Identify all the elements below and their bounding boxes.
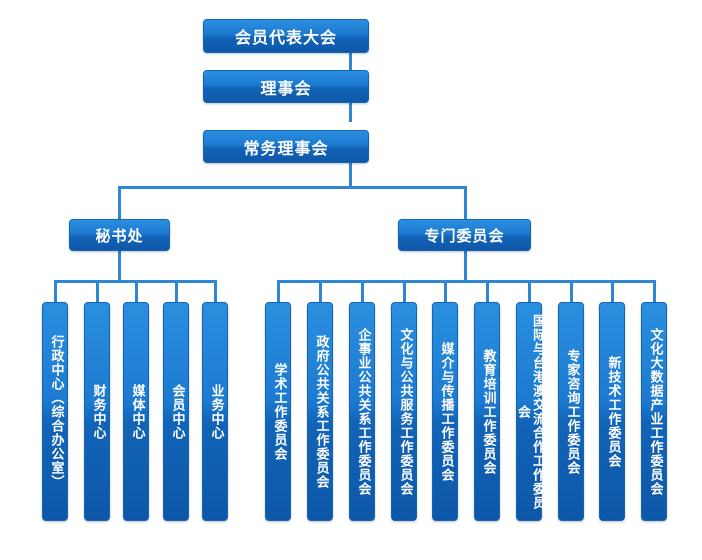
node-new-tech-label: 新技术工作委员会 (605, 355, 621, 468)
connector-committee-stem-4 (403, 280, 406, 302)
node-assembly-label: 会员代表大会 (234, 28, 337, 47)
connector-committee-stem-9 (611, 280, 614, 302)
connector-committees-drop (464, 250, 467, 282)
node-expert-consulting-label: 专家咨询工作委员会 (564, 348, 580, 475)
node-enterprise-pr-label: 企事业公共关系工作委员会 (355, 327, 371, 496)
node-education-training-label: 教育培训工作委员会 (480, 348, 496, 475)
node-new-tech[interactable]: 新技术工作委员会 (599, 302, 625, 521)
connector-council-standing (349, 102, 352, 122)
node-academic-work[interactable]: 学术工作委员会 (265, 302, 291, 521)
connector-level4-bus (118, 186, 467, 189)
node-intl-exchange[interactable]: 国际与台港澳交流合作工作委员会 (515, 302, 545, 521)
connector-committees-bus (277, 280, 655, 283)
node-culture-bigdata[interactable]: 文化大数据产业工作委员会 (641, 302, 667, 521)
connector-secretariat-stem-4 (175, 280, 178, 302)
connector-committee-stem-6 (486, 280, 489, 302)
node-culture-service[interactable]: 文化与公共服务工作委员会 (391, 302, 417, 521)
node-enterprise-pr[interactable]: 企事业公共关系工作委员会 (349, 302, 375, 521)
connector-secretariat-stem-5 (214, 280, 217, 302)
connector-standing-down (349, 162, 352, 188)
node-member-center-label: 会员中心 (169, 383, 185, 440)
connector-secretariat-drop (118, 250, 121, 282)
connector-committee-stem-3 (361, 280, 364, 302)
node-media-comm[interactable]: 媒介与传播工作委员会 (432, 302, 458, 521)
node-academic-work-label: 学术工作委员会 (271, 362, 287, 461)
node-admin-center[interactable]: 行政中心（综合办公室） (42, 302, 68, 521)
node-standing-council[interactable]: 常务理事会 (203, 130, 369, 163)
connector-bus-to-secretariat (118, 186, 121, 220)
node-special-committees-label: 专门委员会 (424, 226, 505, 245)
node-gov-pr-label: 政府公共关系工作委员会 (313, 334, 329, 489)
node-council-label: 理事会 (260, 78, 312, 98)
connector-committee-stem-5 (444, 280, 447, 302)
node-secretariat[interactable]: 秘书处 (69, 219, 170, 251)
node-expert-consulting[interactable]: 专家咨询工作委员会 (558, 302, 584, 521)
node-business-center-label: 业务中心 (208, 383, 224, 440)
node-culture-bigdata-label: 文化大数据产业工作委员会 (647, 327, 663, 496)
node-secretariat-label: 秘书处 (95, 226, 144, 245)
node-assembly[interactable]: 会员代表大会 (203, 19, 369, 53)
connector-committee-stem-7 (528, 280, 531, 302)
connector-committee-stem-2 (319, 280, 322, 302)
connector-secretariat-stem-3 (135, 280, 138, 302)
connector-bus-to-committees (464, 186, 467, 220)
node-media-center[interactable]: 媒体中心 (123, 302, 149, 521)
connector-assembly-council (349, 52, 352, 72)
node-education-training[interactable]: 教育培训工作委员会 (474, 302, 500, 521)
node-member-center[interactable]: 会员中心 (163, 302, 189, 521)
node-media-center-label: 媒体中心 (129, 383, 145, 440)
node-gov-pr[interactable]: 政府公共关系工作委员会 (307, 302, 333, 521)
connector-committee-stem-8 (570, 280, 573, 302)
node-council[interactable]: 理事会 (203, 70, 369, 103)
node-media-comm-label: 媒介与传播工作委员会 (438, 341, 454, 482)
node-special-committees[interactable]: 专门委员会 (398, 219, 531, 251)
node-intl-exchange-label: 国际与台港澳交流合作工作委员会 (515, 313, 545, 510)
node-culture-service-label: 文化与公共服务工作委员会 (397, 327, 413, 496)
node-finance-center-label: 财务中心 (90, 383, 106, 440)
connector-committee-stem-1 (277, 280, 280, 302)
node-finance-center[interactable]: 财务中心 (84, 302, 110, 521)
connector-secretariat-stem-1 (54, 280, 57, 302)
connector-committee-stem-10 (653, 280, 656, 302)
node-business-center[interactable]: 业务中心 (202, 302, 228, 521)
node-standing-council-label: 常务理事会 (243, 138, 329, 158)
connector-secretariat-stem-2 (96, 280, 99, 302)
node-admin-center-label: 行政中心（综合办公室） (48, 334, 64, 489)
